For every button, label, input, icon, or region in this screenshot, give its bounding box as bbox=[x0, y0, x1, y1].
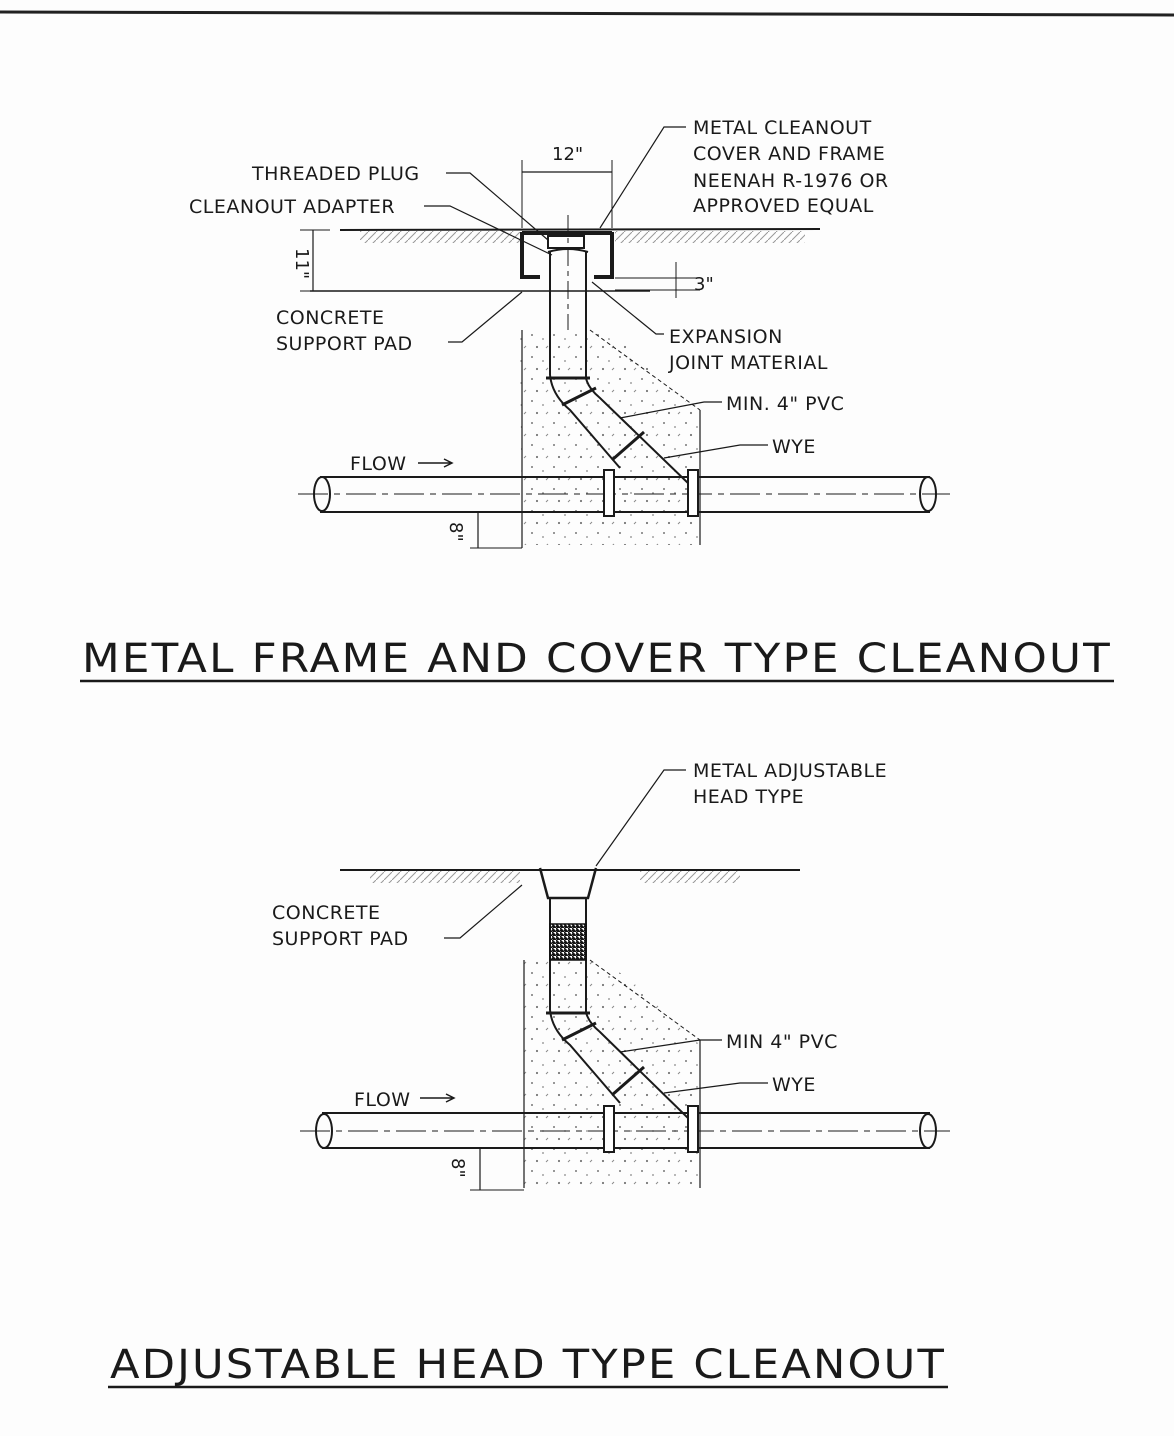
metal-cleanout-frame bbox=[520, 231, 614, 279]
label-cover-4: APPROVED EQUAL bbox=[693, 195, 874, 217]
detail-metal-frame-cleanout: 12" 11" 3" 8" METAL CLEANOUT COVER AND F… bbox=[80, 117, 1114, 683]
leader-pad-2 bbox=[444, 884, 523, 939]
threaded-plug bbox=[547, 235, 585, 249]
dim-3-text: 3" bbox=[694, 274, 714, 295]
encasement-slope-2 bbox=[589, 959, 701, 1041]
leader-threaded-plug bbox=[446, 172, 549, 241]
wye-coupling-2 bbox=[687, 469, 699, 517]
detail-adjustable-head-cleanout: 8" METAL ADJUSTABLE HEAD TYPE CONCRETE S… bbox=[108, 760, 950, 1389]
label-threaded-plug: THREADED PLUG bbox=[251, 163, 420, 185]
leader-pvc bbox=[619, 401, 722, 419]
bend-collar-2b bbox=[561, 1021, 597, 1042]
main-sewer-pipe-2 bbox=[322, 1112, 930, 1149]
label-expansion-2: JOINT MATERIAL bbox=[668, 352, 828, 374]
wye-collar bbox=[611, 430, 645, 462]
soil-hatch-left bbox=[360, 231, 520, 243]
label-head-1: METAL ADJUSTABLE bbox=[693, 760, 887, 782]
soil-hatch-left-2 bbox=[370, 871, 520, 883]
label-head-2: HEAD TYPE bbox=[693, 786, 804, 808]
dim-8-text: 8" bbox=[445, 522, 466, 542]
detail-2-title: ADJUSTABLE HEAD TYPE CLEANOUT bbox=[110, 1342, 946, 1388]
label-wye: WYE bbox=[772, 436, 816, 458]
soil-hatch-right bbox=[615, 231, 805, 243]
dim-11-text: 11" bbox=[291, 248, 312, 279]
label-pad-2-1: CONCRETE bbox=[272, 902, 381, 924]
leader-cover bbox=[599, 126, 686, 229]
sheet-top-border bbox=[0, 10, 1174, 17]
label-flow-2: FLOW bbox=[354, 1089, 411, 1111]
leader-adapter bbox=[424, 205, 553, 256]
adjustable-head bbox=[538, 867, 598, 900]
leader-pad bbox=[448, 291, 523, 343]
leader-expansion bbox=[591, 281, 664, 335]
threaded-section bbox=[549, 923, 587, 961]
label-pad-1: CONCRETE bbox=[276, 307, 385, 329]
label-expansion-1: EXPANSION bbox=[669, 326, 783, 348]
wye-coupling-2a bbox=[603, 1105, 615, 1153]
label-min-pvc: MIN. 4" PVC bbox=[726, 393, 844, 415]
label-flow: FLOW bbox=[350, 453, 407, 475]
wye-coupling-2b bbox=[687, 1105, 699, 1153]
encasement-slope bbox=[589, 329, 701, 411]
dim-8-text-2: 8" bbox=[447, 1158, 468, 1178]
label-cleanout-adapter: CLEANOUT ADAPTER bbox=[189, 196, 395, 218]
label-min-pvc-2: MIN 4" PVC bbox=[726, 1031, 838, 1053]
label-pad-2: SUPPORT PAD bbox=[276, 333, 413, 355]
label-pad-2-2: SUPPORT PAD bbox=[272, 928, 409, 950]
main-sewer-pipe bbox=[320, 476, 930, 513]
leader-wye bbox=[663, 444, 768, 459]
ground-line bbox=[339, 228, 821, 231]
label-wye-2: WYE bbox=[772, 1074, 816, 1096]
label-cover-2: COVER AND FRAME bbox=[693, 143, 885, 165]
riser-pipe bbox=[549, 252, 587, 378]
leader-wye-2 bbox=[663, 1082, 768, 1094]
bend-collar-2 bbox=[561, 386, 597, 407]
soil-hatch-right-2 bbox=[640, 871, 740, 883]
label-cover-3: NEENAH R-1976 OR bbox=[693, 170, 889, 192]
leader-pvc-2 bbox=[619, 1039, 722, 1053]
label-cover-1: METAL CLEANOUT bbox=[693, 117, 872, 139]
wye-collar-2 bbox=[611, 1065, 645, 1097]
detail-1-title: METAL FRAME AND COVER TYPE CLEANOUT bbox=[82, 636, 1112, 682]
flow-arrow bbox=[418, 458, 454, 468]
flow-arrow-2 bbox=[420, 1093, 456, 1103]
concrete-encasement bbox=[520, 330, 700, 545]
wye-coupling-1 bbox=[603, 469, 615, 517]
dim-12-text: 12" bbox=[552, 144, 583, 165]
leader-head bbox=[595, 769, 686, 867]
